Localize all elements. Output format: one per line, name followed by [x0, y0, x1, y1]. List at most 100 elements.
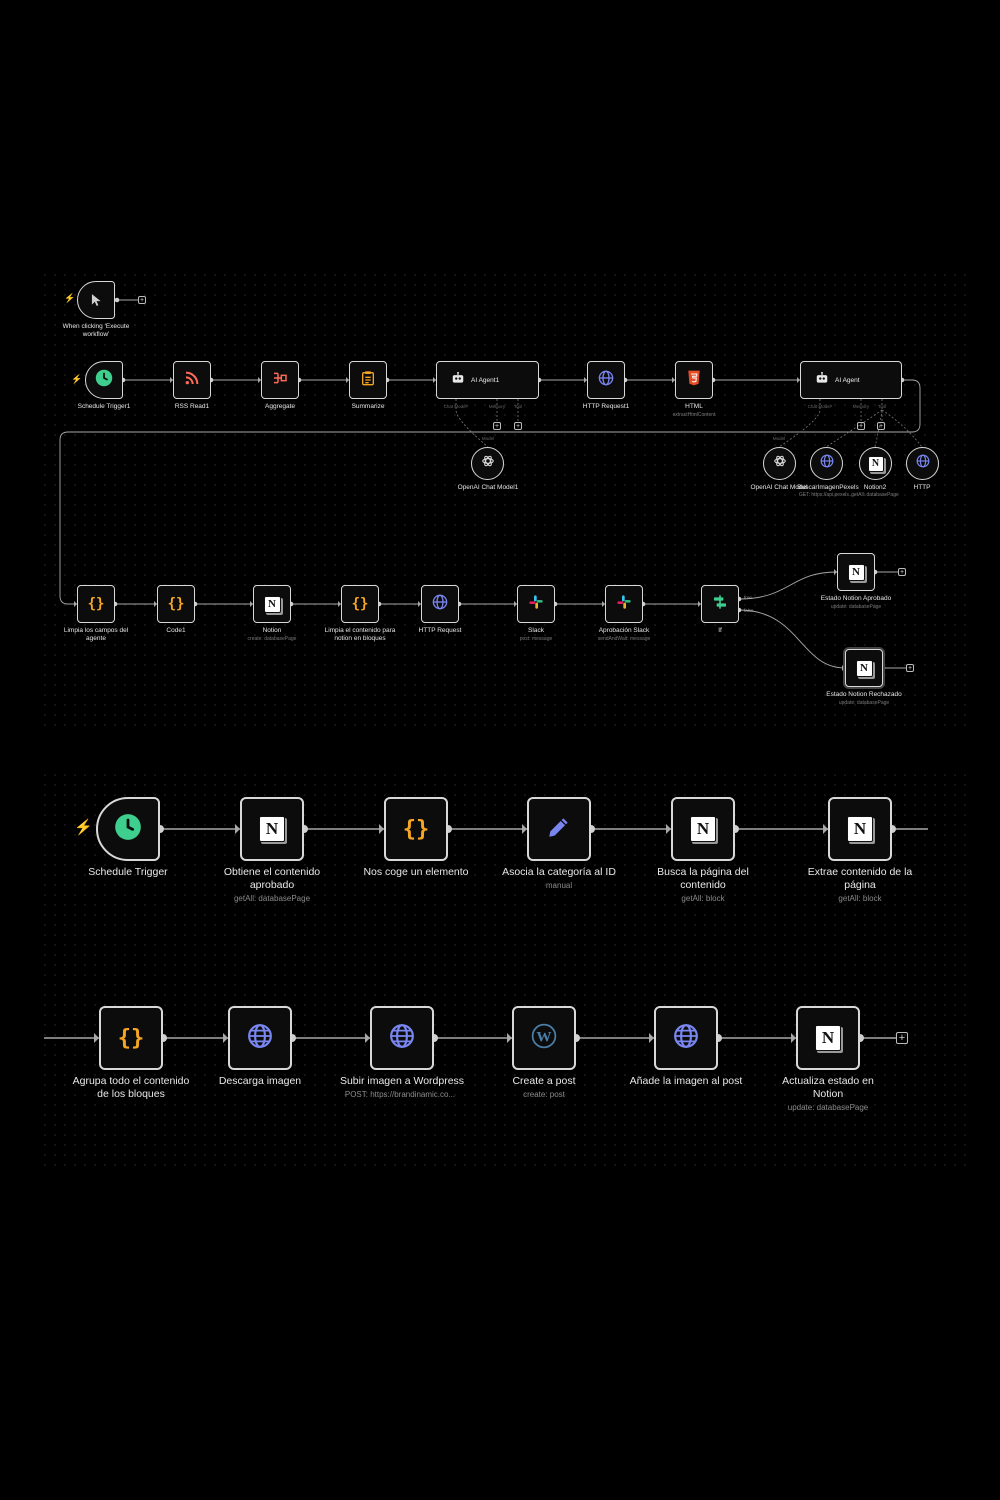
- node-aggregate[interactable]: [261, 361, 299, 399]
- connection-line: [455, 399, 489, 448]
- node-aprobacion-slack[interactable]: [605, 585, 643, 623]
- connection-arrow: [418, 601, 421, 607]
- connection-arrow: [584, 377, 587, 383]
- node-schedule-trigger[interactable]: [96, 797, 160, 861]
- connection-arrow: [698, 601, 701, 607]
- node-asocia-categoria[interactable]: [527, 797, 591, 861]
- node-extrae-contenido[interactable]: N: [828, 797, 892, 861]
- node-nos-coge-elemento[interactable]: {}: [384, 797, 448, 861]
- node-limpia-campos[interactable]: {}: [77, 585, 115, 623]
- connection-line: [738, 609, 846, 669]
- node-label: Aprobación Slack: [598, 627, 650, 634]
- node-label: Summarize: [351, 403, 385, 410]
- notion-icon: N: [815, 1025, 841, 1051]
- node-sublabel: update: databasePage: [787, 1103, 869, 1112]
- node-label: Extrae contenido de la página: [807, 866, 913, 892]
- node-sublabel: getAll: databasePage: [851, 492, 899, 498]
- openai-icon: [773, 454, 787, 473]
- agent-port-label: Memory: [488, 404, 506, 409]
- add-tool-button[interactable]: +: [514, 422, 522, 430]
- node-label: BuscarImagenPexels: [797, 484, 859, 491]
- node-sublabel: create: post: [523, 1090, 565, 1099]
- add-node-button[interactable]: +: [138, 296, 146, 304]
- node-slack[interactable]: [517, 585, 555, 623]
- if-icon: [712, 594, 728, 615]
- connection-arrow: [258, 377, 261, 383]
- manual-trigger-node[interactable]: [77, 281, 115, 319]
- node-actualiza-estado[interactable]: N: [796, 1006, 860, 1070]
- aggregate-icon: [272, 370, 288, 391]
- node-http-tool[interactable]: [906, 447, 939, 480]
- model-port-label: Model: [772, 436, 786, 441]
- add-tool-button[interactable]: +: [877, 422, 885, 430]
- node-openai-chat-model1[interactable]: [471, 447, 504, 480]
- node-notion2[interactable]: N: [859, 447, 892, 480]
- node-descarga-imagen[interactable]: [228, 1006, 292, 1070]
- globe-icon: [673, 1023, 699, 1054]
- node-agrupa-contenido[interactable]: {}: [99, 1006, 163, 1070]
- node-sublabel: sendAndWait: message: [597, 636, 651, 642]
- notion-icon: N: [263, 595, 281, 613]
- connection-arrow: [379, 824, 384, 834]
- node-ai-agent[interactable]: AI Agent: [800, 361, 902, 399]
- connection-arrow: [602, 601, 605, 607]
- node-buscar-imagen-pexels[interactable]: [810, 447, 843, 480]
- node-notion[interactable]: N: [253, 585, 291, 623]
- node-summarize[interactable]: [349, 361, 387, 399]
- node-http-request[interactable]: [421, 585, 459, 623]
- node-estado-aprobado[interactable]: N: [837, 553, 875, 591]
- node-limpia-contenido[interactable]: {}: [341, 585, 379, 623]
- agent-port-label: Chat Model*: [807, 404, 833, 409]
- add-node-button[interactable]: +: [896, 1032, 908, 1044]
- node-if[interactable]: [701, 585, 739, 623]
- node-busca-pagina[interactable]: N: [671, 797, 735, 861]
- node-label: Subir imagen a Wordpress: [339, 1075, 465, 1087]
- add-node-button[interactable]: +: [906, 664, 914, 672]
- node-openai-chat-model[interactable]: [763, 447, 796, 480]
- node-rss-read1[interactable]: [173, 361, 211, 399]
- add-node-button[interactable]: +: [898, 568, 906, 576]
- node-label: HTML: [685, 403, 703, 410]
- node-sublabel: update: databasePage: [838, 700, 890, 706]
- robot-icon: [815, 371, 829, 390]
- openai-icon: [481, 454, 495, 473]
- node-code1[interactable]: {}: [157, 585, 195, 623]
- code-icon: {}: [402, 816, 430, 842]
- globe-icon: [247, 1023, 273, 1054]
- node-estado-rechazado[interactable]: N: [845, 649, 883, 687]
- node-label: HTTP Request: [418, 627, 462, 634]
- agent-port-label: Chat Model*: [443, 404, 469, 409]
- node-http-request1[interactable]: [587, 361, 625, 399]
- node-ai-agent1[interactable]: AI Agent1: [436, 361, 539, 399]
- node-subir-imagen-wordpress[interactable]: [370, 1006, 434, 1070]
- node-sublabel: POST: https://brandinamic.co...: [344, 1090, 456, 1099]
- robot-icon: [451, 371, 465, 390]
- connection-line: [778, 399, 821, 448]
- node-label: Descarga imagen: [218, 1075, 302, 1087]
- slack-icon: [528, 594, 544, 615]
- connection-arrow: [507, 1033, 512, 1043]
- add-memory-button[interactable]: +: [493, 422, 501, 430]
- code-icon: {}: [167, 596, 185, 612]
- notion-icon: N: [259, 816, 285, 842]
- connection-line: [874, 409, 883, 448]
- notion-icon: N: [867, 455, 884, 472]
- node-anade-imagen[interactable]: [654, 1006, 718, 1070]
- node-sublabel: getAll: block: [681, 894, 725, 903]
- connection-arrow: [223, 1033, 228, 1043]
- agent-title: AI Agent1: [471, 376, 500, 384]
- connection-arrow: [338, 601, 341, 607]
- rss-icon: [184, 370, 200, 391]
- node-create-post[interactable]: W: [512, 1006, 576, 1070]
- node-label: Obtiene el contenido aprobado: [223, 866, 321, 892]
- node-label: If: [718, 627, 722, 634]
- add-memory-button[interactable]: +: [857, 422, 865, 430]
- connection-handle: [114, 297, 120, 303]
- node-schedule-trigger1[interactable]: [85, 361, 123, 399]
- node-label: Notion: [262, 627, 282, 634]
- node-obtiene-contenido[interactable]: N: [240, 797, 304, 861]
- trigger-bolt-icon: ⚡: [64, 293, 76, 303]
- node-html[interactable]: [675, 361, 713, 399]
